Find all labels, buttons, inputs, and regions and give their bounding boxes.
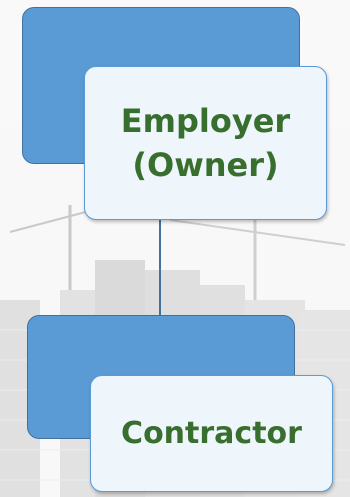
employer-node-line-2: (Owner): [132, 146, 279, 184]
connector-line: [159, 220, 161, 315]
employer-node-line-1: Employer: [120, 102, 291, 140]
employer-node: Employer (Owner): [84, 66, 327, 220]
contractor-node-label: Contractor: [121, 415, 302, 451]
contractor-node: Contractor: [90, 375, 333, 492]
